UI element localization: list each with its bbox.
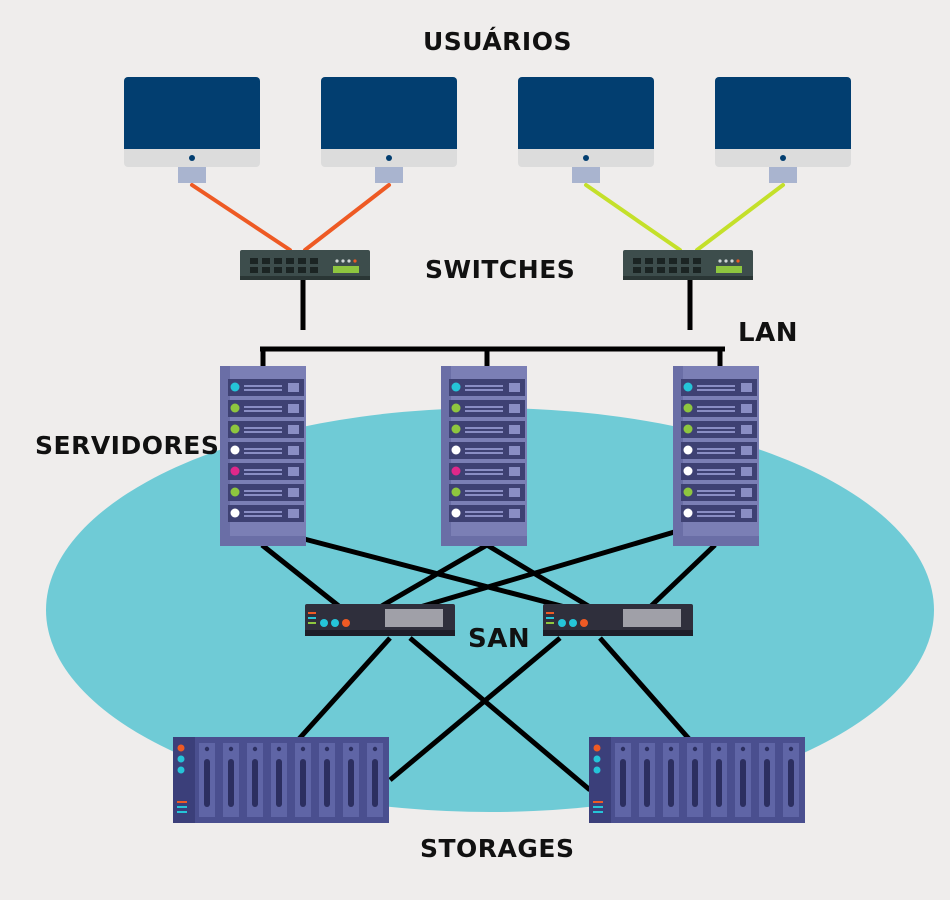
users-label: USUÁRIOS [423, 27, 572, 56]
storage-array-icon-2 [589, 737, 805, 823]
server-rack-icon-2 [441, 366, 527, 546]
storages-label: STORAGES [420, 834, 575, 863]
servers-label: SERVIDORES [35, 431, 220, 460]
user-links-left [190, 183, 391, 252]
san-cables [260, 517, 717, 792]
user-links-right [584, 183, 785, 252]
switches-label: SWITCHES [425, 255, 576, 284]
user-monitor-icon-1 [124, 77, 260, 183]
server-rack-icon-1 [220, 366, 306, 546]
server-status-leds [230, 382, 693, 518]
san-label: SAN [468, 624, 531, 654]
user-monitor-icon-3 [518, 77, 654, 183]
lan-label: LAN [738, 318, 798, 348]
network-switch-icon-2 [623, 250, 753, 280]
user-monitor-icon-4 [715, 77, 851, 183]
storage-array-icon-1 [173, 737, 389, 823]
server-rack-icon-3 [673, 366, 759, 546]
network-switch-icon-1 [240, 250, 370, 280]
user-monitor-icon-2 [321, 77, 457, 183]
san-switch-icon-2 [543, 604, 693, 636]
san-switch-icon-1 [305, 604, 455, 636]
lan-bus [260, 280, 725, 366]
